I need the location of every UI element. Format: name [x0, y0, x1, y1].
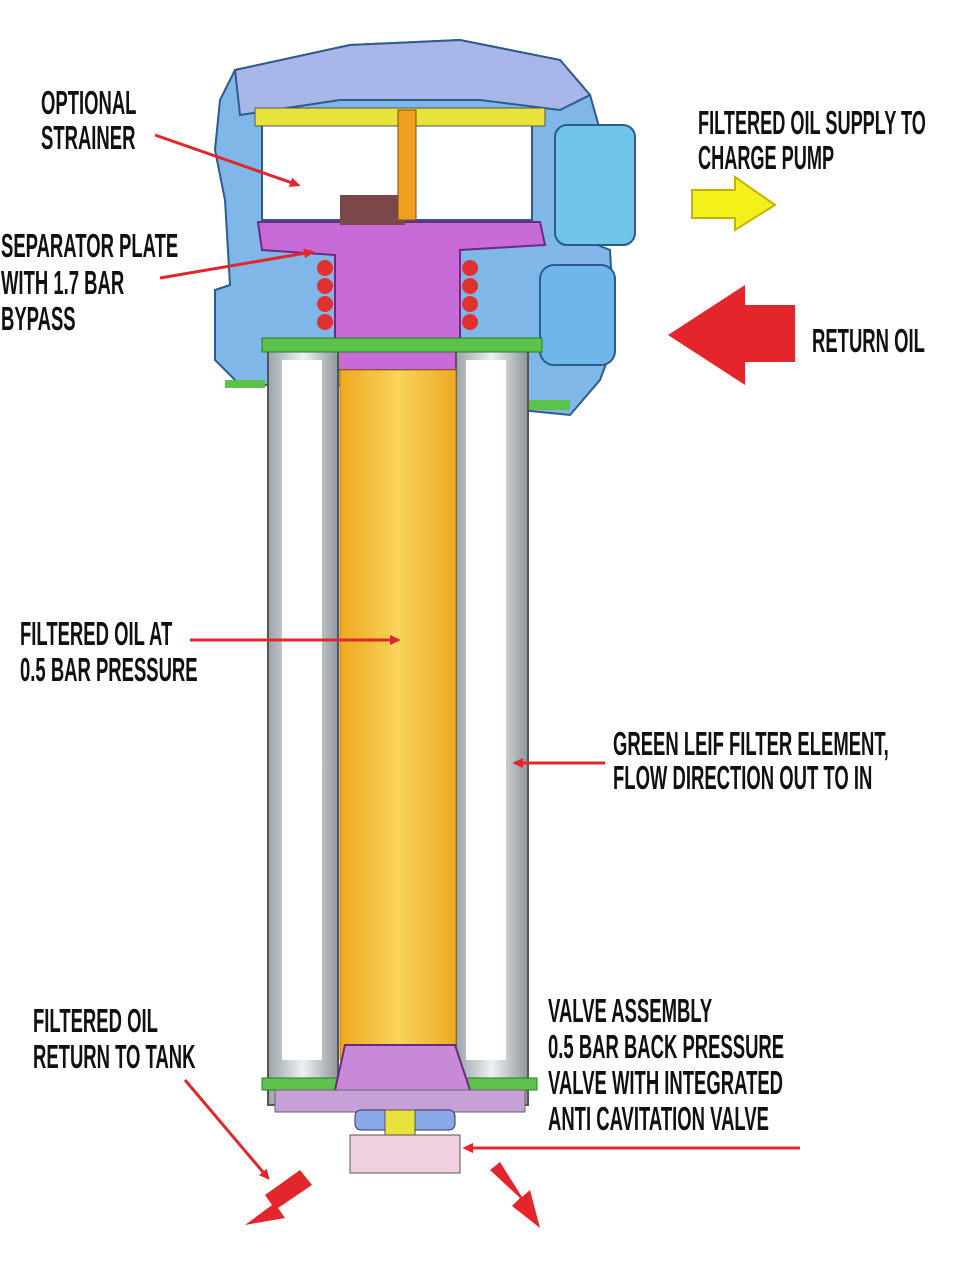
label-line: STRAINER: [41, 119, 135, 156]
strainer-pointer: [154, 133, 298, 185]
label-line: SEPARATOR PLATE: [1, 227, 178, 264]
filtered-oil-core: [339, 369, 457, 1061]
return-oil-arrow: [668, 285, 795, 385]
label-tank: FILTERED OIL RETURN TO TANK: [33, 1002, 196, 1075]
valve-assembly: [274, 1044, 526, 1174]
label-return-oil: RETURN OIL: [812, 322, 925, 359]
label-line: BYPASS: [1, 300, 76, 337]
outflow-arrow-left: [245, 1170, 312, 1225]
label-line: RETURN TO TANK: [33, 1038, 196, 1075]
label-pressure: FILTERED OIL AT 0.5 BAR PRESSURE: [20, 615, 198, 688]
label-line: CHARGE PUMP: [698, 139, 834, 176]
label-line: FILTERED OIL: [33, 1002, 158, 1039]
label-line: WITH 1.7 BAR: [1, 264, 124, 301]
label-element: GREEN LEIF FILTER ELEMENT, FLOW DIRECTIO…: [613, 725, 889, 796]
label-line: FILTERED OIL SUPPLY TO: [698, 104, 926, 141]
label-line: FLOW DIRECTION OUT TO IN: [613, 759, 872, 796]
label-supply: FILTERED OIL SUPPLY TO CHARGE PUMP: [698, 104, 926, 176]
label-line: 0.5 BAR PRESSURE: [20, 651, 198, 688]
label-line: RETURN OIL: [812, 322, 925, 359]
label-line: GREEN LEIF FILTER ELEMENT,: [613, 725, 889, 762]
label-line: OPTIONAL: [41, 84, 136, 121]
label-strainer: OPTIONAL STRAINER: [41, 84, 136, 156]
label-separator: SEPARATOR PLATE WITH 1.7 BAR BYPASS: [1, 227, 178, 337]
outflow-arrow-right: [490, 1162, 540, 1228]
supply-arrow: [691, 175, 777, 232]
label-line: ANTI CAVITATION VALVE: [548, 1100, 769, 1137]
label-line: VALVE ASSEMBLY: [548, 992, 712, 1029]
label-line: 0.5 BAR BACK PRESSURE: [548, 1028, 784, 1065]
label-valve: VALVE ASSEMBLY 0.5 BAR BACK PRESSURE VAL…: [548, 992, 784, 1137]
tank-pointer: [183, 1079, 268, 1178]
label-line: FILTERED OIL AT: [20, 615, 173, 652]
separator-pointer: [159, 252, 312, 280]
label-line: VALVE WITH INTEGRATED: [548, 1064, 783, 1101]
filter-element: [261, 337, 543, 1106]
